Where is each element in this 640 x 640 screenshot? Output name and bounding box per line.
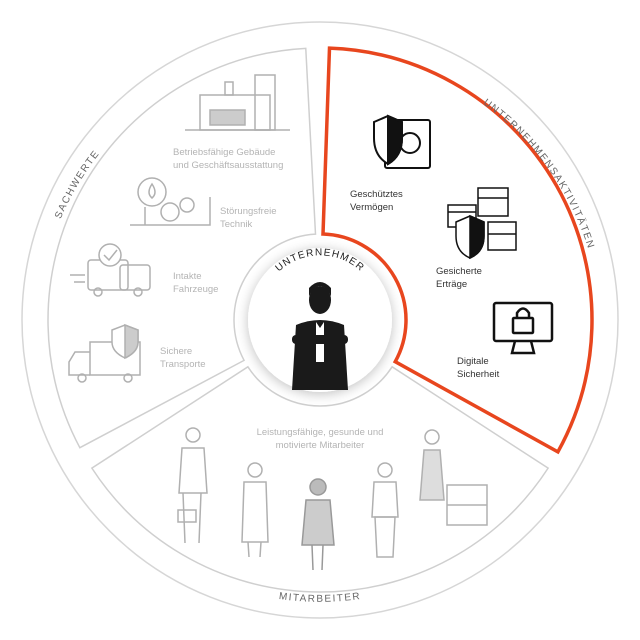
shield-safe-icon <box>373 114 431 169</box>
building-icon <box>185 74 290 131</box>
segment-title-mitarbeiter: MITARBEITER <box>278 591 362 605</box>
label-digitale-sicherheit: Digitale Sicherheit <box>457 356 500 380</box>
label-sichere-transporte: Sichere Transporte <box>160 346 206 370</box>
label-betriebsfaehige-gebaeude: Betriebsfähige Gebäude und Geschäftsauss… <box>173 147 284 171</box>
entrepreneur-icon <box>292 282 348 390</box>
label-stoerungsfreie-technik: Störungsfreie Technik <box>220 206 277 230</box>
employees-icon <box>177 427 488 571</box>
label-gesicherte-ertraege: Gesicherte Erträge <box>436 266 482 290</box>
outer-ring <box>21 21 619 619</box>
money-shield-icon <box>447 187 517 260</box>
label-intakte-fahrzeuge: Intakte Fahrzeuge <box>173 271 219 295</box>
vehicles-check-icon <box>70 243 151 297</box>
sector-unternehmensaktivitaeten <box>321 46 594 455</box>
truck-shield-icon <box>68 323 141 383</box>
label-geschuetztes-vermoegen: Geschütztes Vermögen <box>350 189 403 213</box>
gears-icon <box>130 177 211 226</box>
monitor-lock-icon <box>492 301 554 355</box>
label-mitarbeiter: Leistungsfähige, gesunde und motivierte … <box>256 427 384 451</box>
